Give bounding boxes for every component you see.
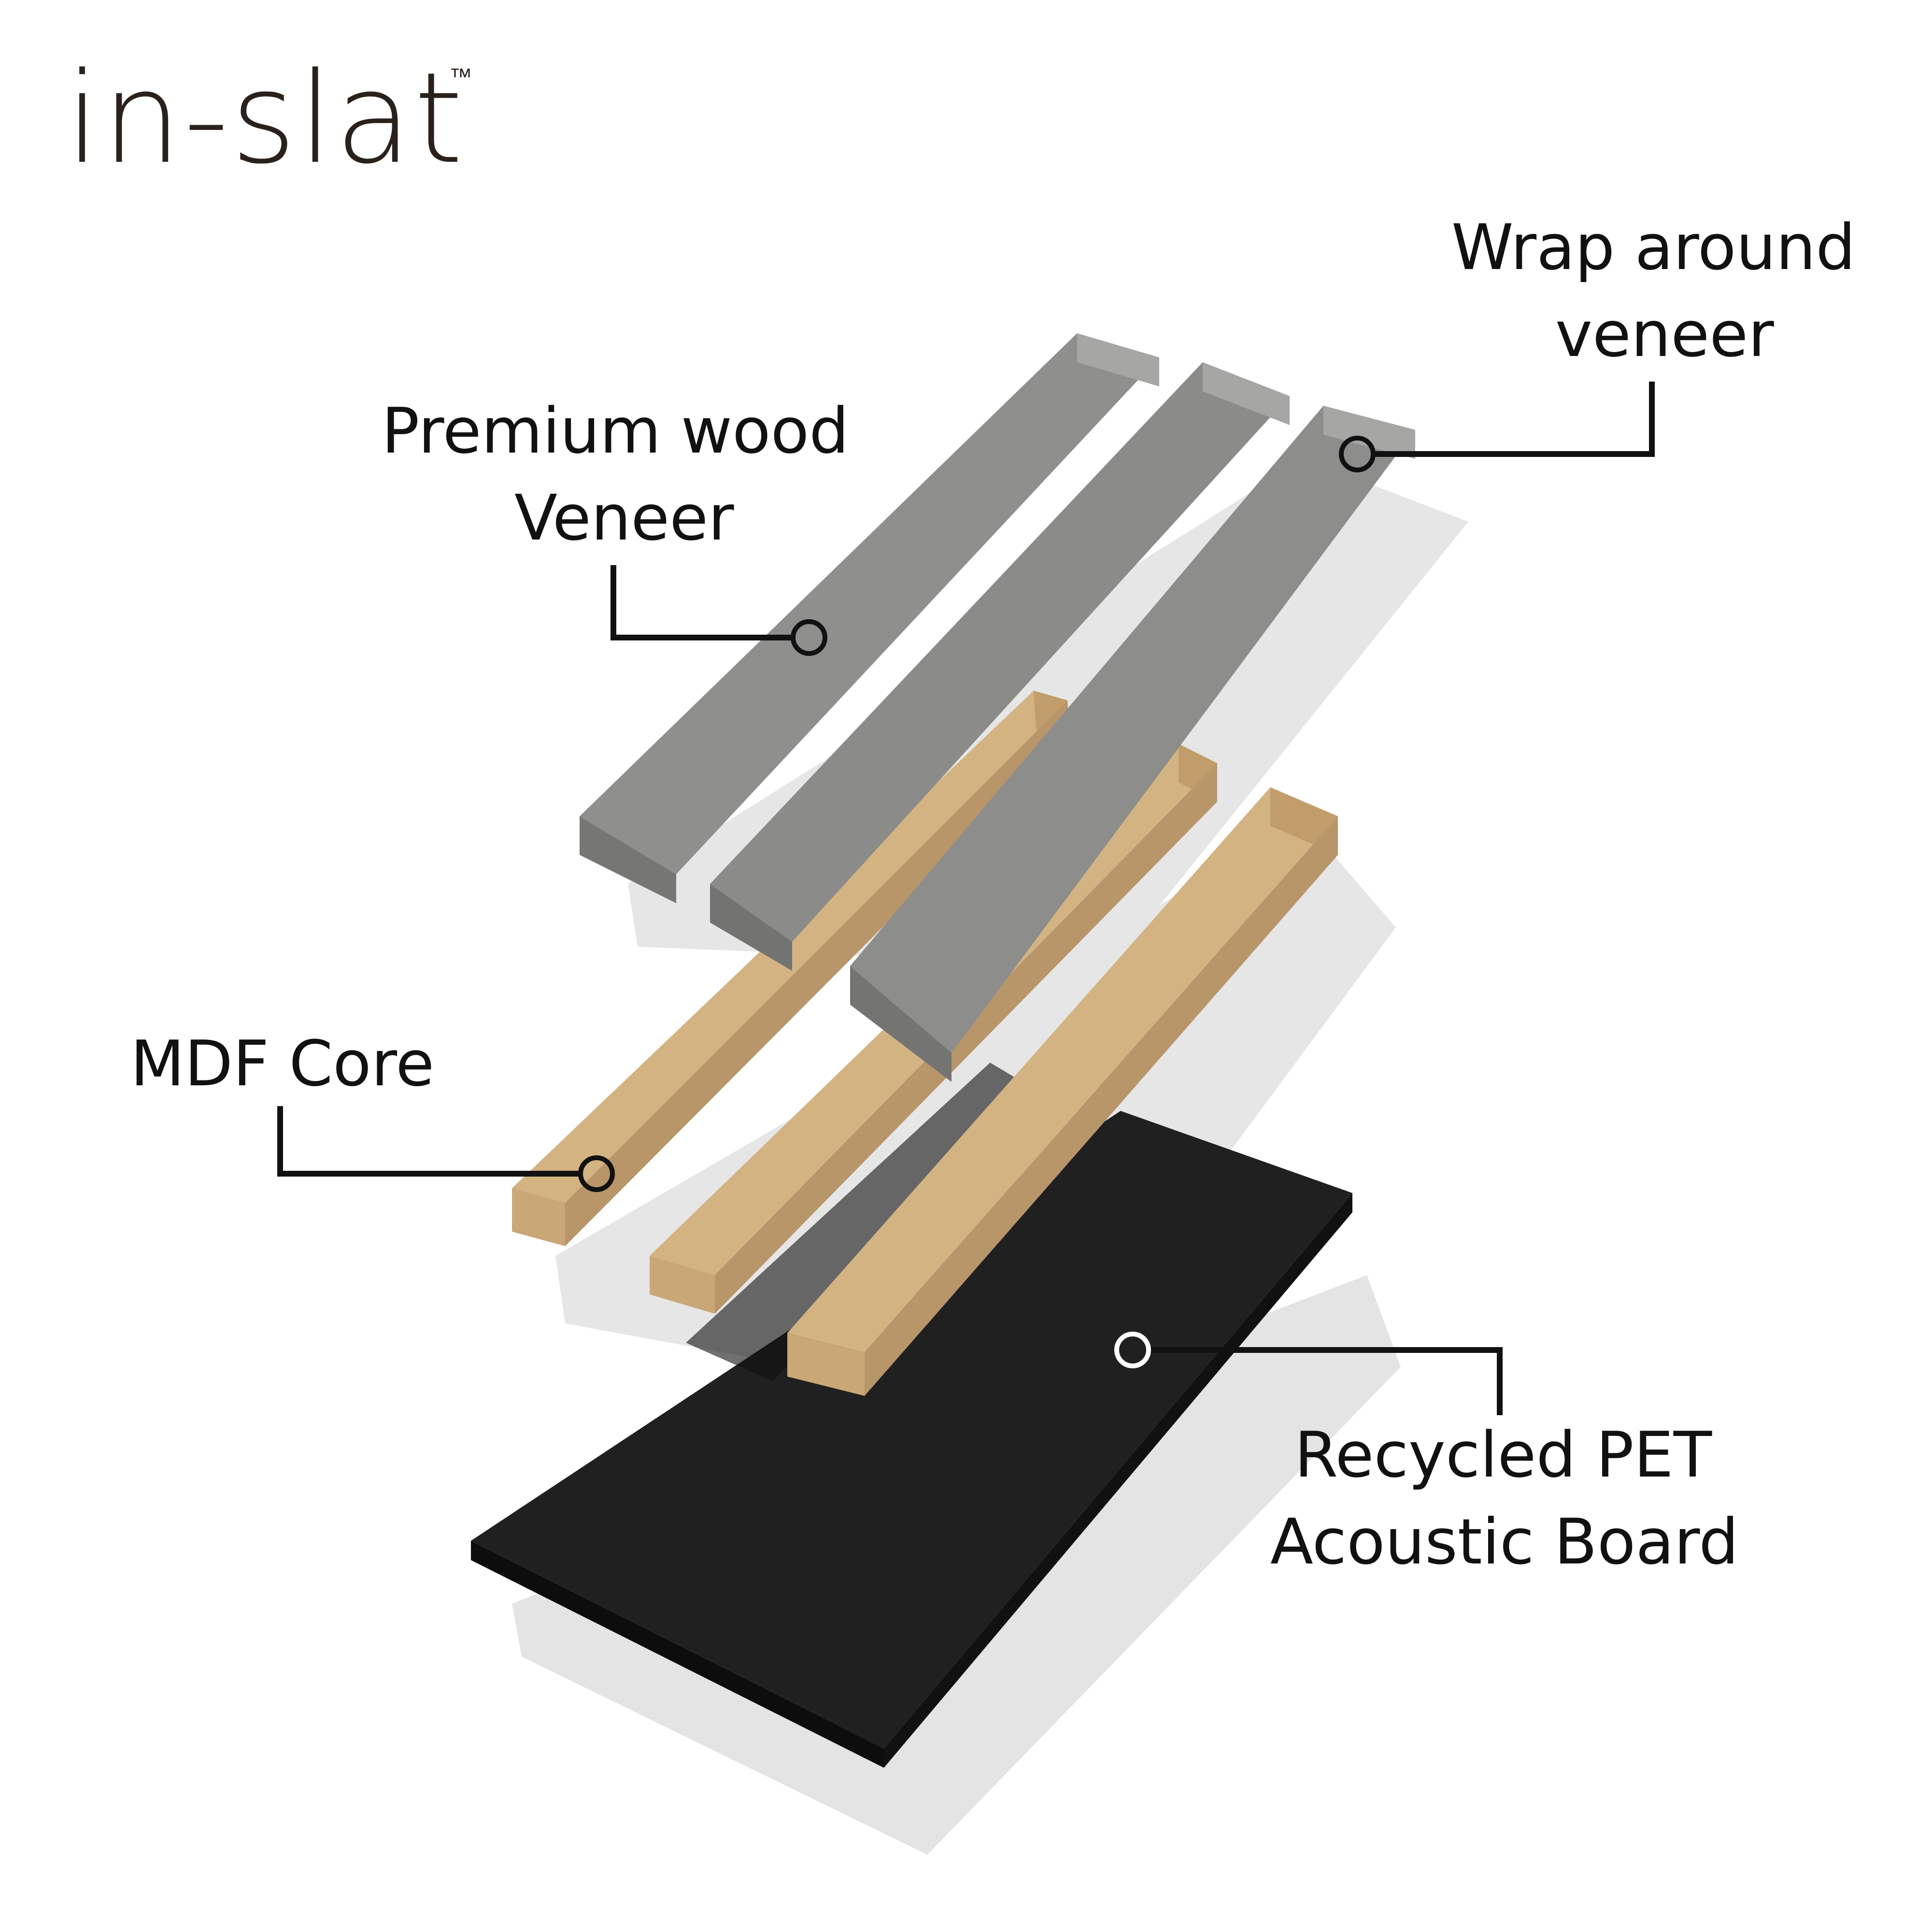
label-acoustic-board: Acoustic Board [1270, 1505, 1739, 1578]
label-wrap-around: Wrap around [1451, 211, 1856, 284]
label-mdf-core: MDF Core [130, 1027, 434, 1100]
board-top [471, 1111, 1352, 1748]
board-side-edge [884, 1193, 1352, 1768]
board-front-edge [471, 1541, 884, 1768]
label-veneer: Veneer [514, 481, 734, 554]
marker-veneer [791, 619, 827, 656]
marker-mdf [578, 1155, 615, 1192]
callout-pet: Recycled PET Acoustic Board [1114, 1332, 1739, 1578]
veneer-wraps [580, 333, 1415, 1082]
veneer-slat-3 [850, 406, 1415, 1082]
callout-veneer: Premium wood Veneer [382, 394, 849, 656]
leader-line-veneer [611, 565, 792, 640]
callout-mdf: MDF Core [130, 1027, 615, 1192]
label-recycled-pet: Recycled PET [1294, 1418, 1712, 1492]
marker-pet [1114, 1332, 1151, 1368]
leader-line-mdf [277, 1106, 580, 1177]
label-premium-wood: Premium wood [382, 394, 849, 468]
callout-wrap: Wrap around veneer [1339, 211, 1856, 472]
board-slat-shadow [686, 1063, 1038, 1381]
label-wrap-veneer: veneer [1555, 298, 1774, 371]
leader-line-pet [1150, 1347, 1503, 1415]
leader-line-wrap [1373, 382, 1655, 457]
brand-logo: in-slat ™ [65, 46, 474, 192]
marker-wrap [1339, 436, 1376, 472]
mdf-slat-3 [787, 787, 1338, 1396]
veneer-slat-1 [580, 333, 1159, 903]
brand-name: in-slat [65, 46, 465, 192]
veneer-slat-2 [710, 362, 1290, 971]
acoustic-board [471, 1063, 1352, 1768]
brand-trademark: ™ [449, 63, 474, 90]
